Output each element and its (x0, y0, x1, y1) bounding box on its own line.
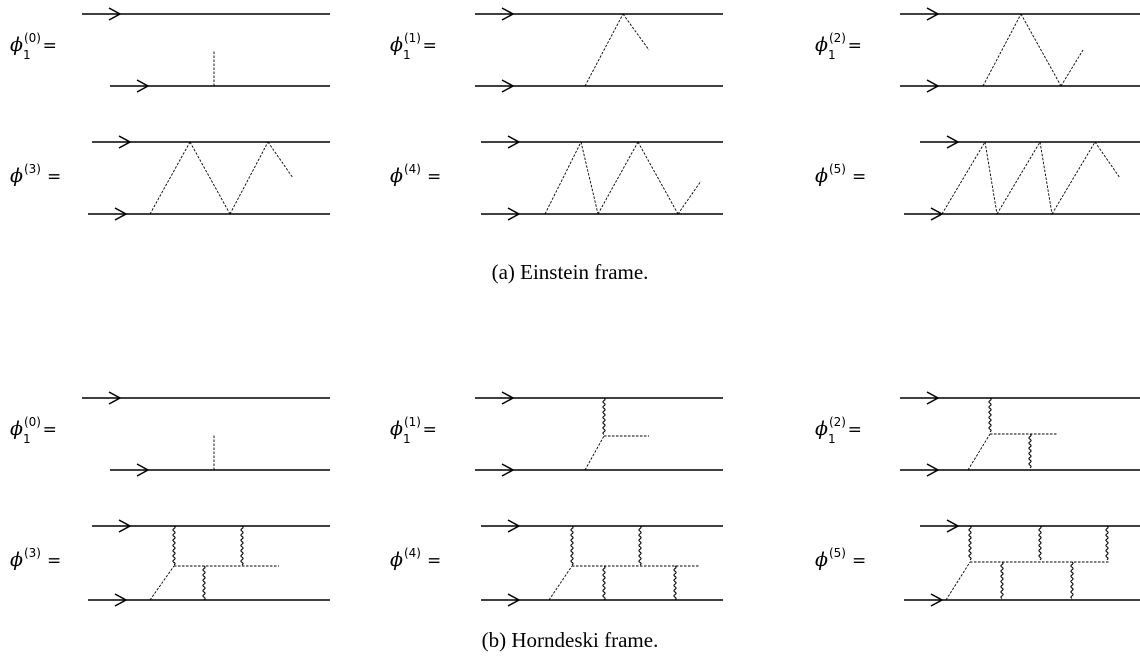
arrow-icon (926, 463, 940, 477)
scalar-propagator (1094, 141, 1121, 179)
diagram-label: ϕ(5)= (815, 162, 866, 187)
arrow-icon (930, 593, 944, 607)
arrow-icon (118, 135, 132, 149)
scalar-propagator (967, 433, 991, 471)
graviton-propagator (988, 397, 992, 433)
arrow-icon (507, 519, 521, 533)
scalar-propagator (267, 141, 294, 179)
einstein-diagram-5: ϕ(5)= (815, 135, 1140, 221)
diagram-label: ϕ(1)1= (390, 31, 437, 62)
diagram-label: ϕ(2)1= (815, 31, 862, 62)
arrow-icon (501, 391, 515, 405)
einstein-diagram-3: ϕ(3)= (10, 135, 330, 221)
scalar-propagator (1051, 141, 1096, 215)
scalar-propagator (229, 141, 269, 215)
graviton-propagator (202, 565, 206, 601)
arrow-icon (108, 7, 122, 21)
graviton-propagator (673, 565, 677, 601)
arrow-icon (136, 463, 150, 477)
diagram-label: ϕ(0)1= (10, 415, 57, 446)
graviton-propagator (1070, 561, 1074, 599)
einstein-diagram-0: ϕ(0)1= (10, 7, 330, 93)
graviton-propagator (1038, 525, 1042, 561)
scalar-propagator (548, 565, 573, 601)
arrow-icon (136, 79, 150, 93)
arrow-icon (114, 593, 128, 607)
arrow-icon (946, 135, 960, 149)
arrow-icon (507, 593, 521, 607)
scalar-propagator (982, 13, 1022, 87)
arrow-icon (946, 519, 960, 533)
scalar-propagator (1020, 13, 1062, 87)
graviton-propagator (240, 525, 244, 566)
horndeski-diagram-5: ϕ(5)= (815, 519, 1140, 607)
arrow-icon (926, 79, 940, 93)
arrow-icon (507, 207, 521, 221)
graviton-propagator (1028, 433, 1032, 469)
scalar-propagator (941, 141, 986, 215)
arrow-icon (926, 7, 940, 21)
arrow-icon (501, 79, 515, 93)
arrow-icon (501, 7, 515, 21)
graviton-propagator (602, 565, 606, 601)
scalar-propagator (584, 435, 605, 471)
arrow-icon (507, 135, 521, 149)
diagram-label: ϕ(1)1= (390, 415, 437, 446)
caption-einstein-frame: (a) Einstein frame. (491, 260, 649, 284)
graviton-propagator (570, 525, 574, 566)
scalar-propagator (1039, 141, 1053, 215)
scalar-propagator (544, 141, 582, 215)
graviton-propagator (1105, 525, 1109, 561)
scalar-propagator (945, 561, 971, 601)
diagram-label: ϕ(2)1= (815, 415, 862, 446)
graviton-propagator (968, 525, 972, 561)
scalar-propagator (677, 180, 702, 215)
diagram-label: ϕ(3)= (10, 546, 61, 571)
horndeski-diagram-3: ϕ(3)= (10, 519, 330, 607)
arrow-icon (114, 207, 128, 221)
einstein-diagram-4: ϕ(4)= (390, 135, 723, 221)
horndeski-diagram-4: ϕ(4)= (390, 519, 723, 607)
scalar-propagator (149, 141, 191, 215)
scalar-propagator (597, 141, 639, 215)
scalar-propagator (984, 141, 998, 215)
arrow-icon (926, 391, 940, 405)
einstein-diagram-2: ϕ(2)1= (815, 7, 1140, 93)
scalar-propagator (622, 13, 650, 51)
scalar-propagator (580, 141, 599, 215)
diagram-label: ϕ(3)= (10, 162, 61, 187)
diagram-label: ϕ(5)= (815, 546, 866, 571)
graviton-propagator (1000, 561, 1004, 599)
caption-horndeski-frame: (b) Horndeski frame. (481, 628, 659, 652)
diagram-label: ϕ(0)1= (10, 31, 57, 62)
horndeski-diagram-1: ϕ(1)1= (390, 391, 723, 477)
arrow-icon (501, 463, 515, 477)
scalar-propagator (149, 565, 175, 601)
graviton-propagator (172, 525, 176, 566)
scalar-propagator (584, 13, 624, 87)
arrow-icon (118, 519, 132, 533)
scalar-propagator (637, 141, 679, 215)
horndeski-diagram-0: ϕ(0)1= (10, 391, 330, 477)
scalar-propagator (996, 141, 1041, 215)
graviton-propagator (638, 525, 642, 566)
graviton-propagator (602, 397, 606, 435)
horndeski-diagram-2: ϕ(2)1= (815, 391, 1140, 477)
einstein-diagram-1: ϕ(1)1= (390, 7, 723, 93)
scalar-propagator (189, 141, 231, 215)
diagram-label: ϕ(4)= (390, 162, 441, 187)
diagram-label: ϕ(4)= (390, 546, 441, 571)
arrow-icon (108, 391, 122, 405)
scalar-propagator (1060, 49, 1084, 87)
